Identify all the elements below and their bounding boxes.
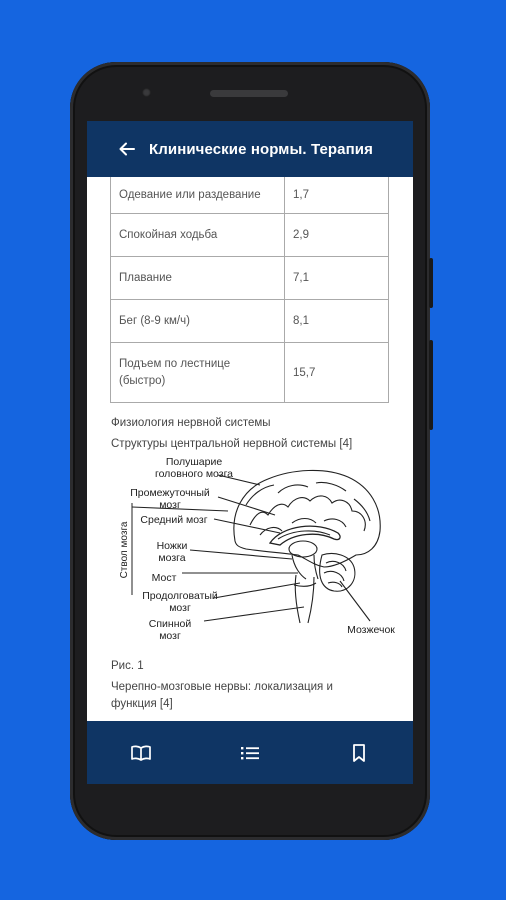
- table-cell-activity: Подъем по лестнице (быстро): [110, 342, 285, 403]
- paragraph-text: Черепно-мозговые нервы: локализация и фу…: [111, 681, 333, 710]
- table-cell-activity: Плавание: [110, 256, 285, 300]
- table-row: Бег (8-9 км/ч) 8,1: [110, 299, 389, 343]
- section-subheading: Структуры центральной нервной системы [4…: [111, 438, 353, 450]
- app-screen: Клинические нормы. Терапия Одевание или …: [87, 121, 413, 784]
- label-hemisphere: Полушарие: [166, 456, 223, 468]
- nav-book-button[interactable]: [111, 725, 171, 781]
- table-cell-activity: Одевание или раздевание: [110, 177, 285, 214]
- label-midbrain: Средний мозг: [140, 514, 207, 526]
- label-spinal-cord: Спинной: [149, 618, 192, 630]
- book-icon: [131, 744, 152, 761]
- label-medulla: мозг: [169, 602, 191, 614]
- earpiece-speaker: [210, 90, 288, 97]
- arrow-left-icon: [119, 142, 135, 156]
- label-diencephalon: Промежуточный: [130, 487, 210, 499]
- label-diencephalon: мозг: [159, 499, 181, 511]
- table-cell-activity: Спокойная ходьба: [110, 213, 285, 257]
- label-spinal-cord: мозг: [159, 630, 181, 642]
- bottom-nav: [87, 721, 413, 784]
- section-heading: Физиология нервной системы: [111, 417, 271, 429]
- bookmark-icon: [352, 743, 365, 762]
- label-peduncles: мозга: [158, 552, 185, 564]
- brain-diagram: Полушарие головного мозга Промежуточный …: [119, 456, 395, 642]
- volume-button: [429, 340, 433, 430]
- figure-caption: Рис. 1: [111, 660, 144, 672]
- app-bar: Клинические нормы. Терапия: [87, 121, 413, 177]
- label-cerebellum: Мозжечок: [347, 624, 395, 636]
- table-row: Плавание 7,1: [110, 256, 389, 300]
- table-cell-value: 7,1: [284, 256, 389, 300]
- table-cell-value: 15,7: [284, 342, 389, 403]
- content-area[interactable]: Одевание или раздевание 1,7 Спокойная хо…: [87, 177, 413, 721]
- table-cell-activity: Бег (8-9 км/ч): [110, 299, 285, 343]
- label-pons: Мост: [152, 572, 177, 584]
- power-button: [429, 258, 433, 308]
- table-row: Одевание или раздевание 1,7: [110, 177, 389, 214]
- table-row: Спокойная ходьба 2,9: [110, 213, 389, 257]
- table-cell-value: 8,1: [284, 299, 389, 343]
- label-brainstem: Ствол мозга: [119, 521, 130, 578]
- back-button[interactable]: [105, 121, 149, 177]
- list-icon: [240, 746, 259, 759]
- label-peduncles: Ножки: [157, 540, 188, 552]
- table-row: Подъем по лестнице (быстро) 15,7: [110, 342, 389, 403]
- label-medulla: Продолговатый: [142, 590, 218, 602]
- table-cell-value: 1,7: [284, 177, 389, 214]
- energy-table: Одевание или раздевание 1,7 Спокойная хо…: [110, 177, 389, 403]
- page-title: Клинические нормы. Терапия: [149, 140, 373, 158]
- front-camera: [142, 88, 151, 97]
- table-cell-value: 2,9: [284, 213, 389, 257]
- label-hemisphere: головного мозга: [155, 468, 233, 480]
- nav-list-button[interactable]: [220, 725, 280, 781]
- nav-bookmark-button[interactable]: [329, 725, 389, 781]
